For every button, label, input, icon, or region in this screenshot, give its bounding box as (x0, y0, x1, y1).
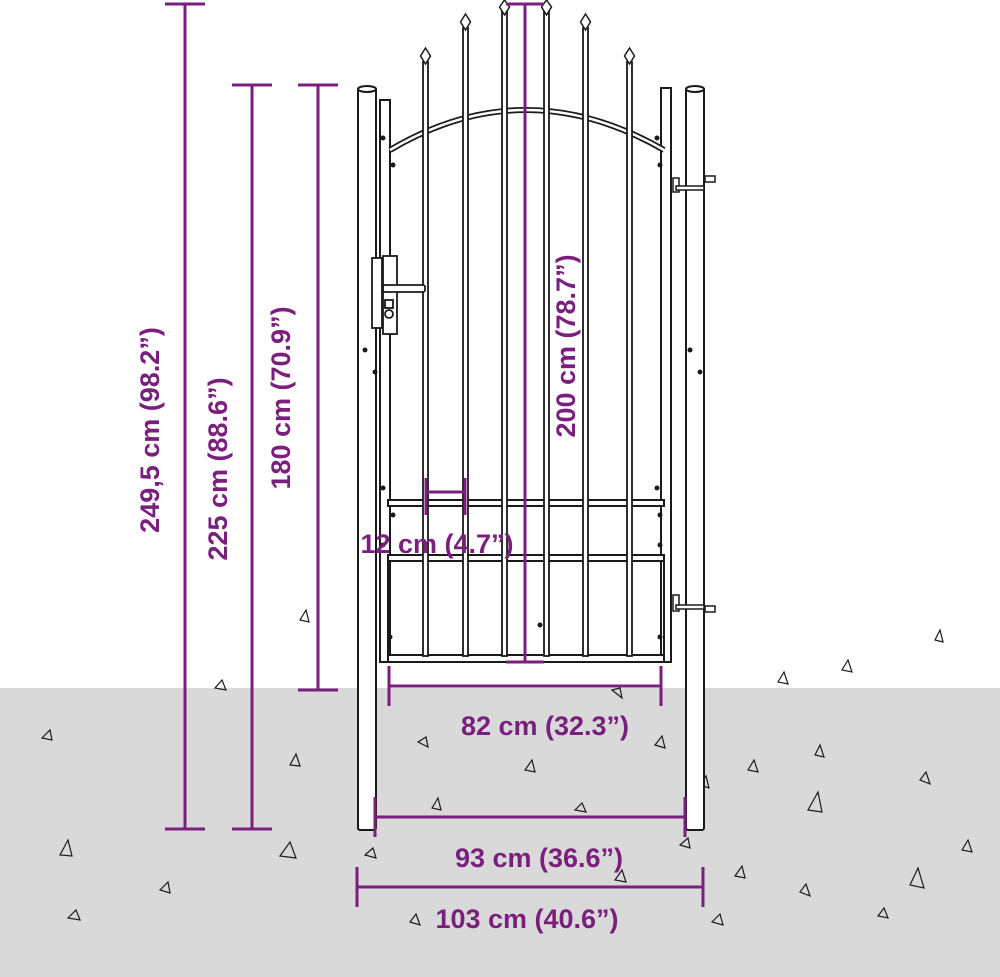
dimension-lines (165, 2, 705, 907)
dimension-labels: 249,5 cm (98.2”) 225 cm (88.6”) 180 cm (… (135, 254, 629, 934)
handle-lever (382, 284, 426, 293)
gravel-stones (40, 608, 973, 926)
label-post-height: 225 cm (88.6”) (203, 377, 233, 560)
left-post (357, 87, 377, 831)
label-gate-height: 200 cm (78.7”) (551, 254, 581, 437)
label-gate-width: 82 cm (32.3”) (461, 711, 629, 741)
bolts (362, 135, 703, 640)
label-side-height: 180 cm (70.9”) (266, 306, 296, 489)
label-post-width: 93 cm (36.6”) (455, 843, 623, 873)
hinges (672, 175, 716, 613)
gate-left-frame (379, 99, 391, 663)
bar-finials (419, 0, 636, 66)
right-post (685, 87, 705, 831)
label-total-height: 249,5 cm (98.2”) (135, 327, 165, 533)
gate-right-frame (660, 87, 672, 663)
lock-handle (371, 255, 426, 335)
ground-area (0, 688, 1000, 977)
label-bar-spacing: 12 cm (4.7”) (360, 529, 513, 559)
lock-box (371, 257, 383, 329)
label-total-width: 103 cm (40.6”) (435, 904, 618, 934)
